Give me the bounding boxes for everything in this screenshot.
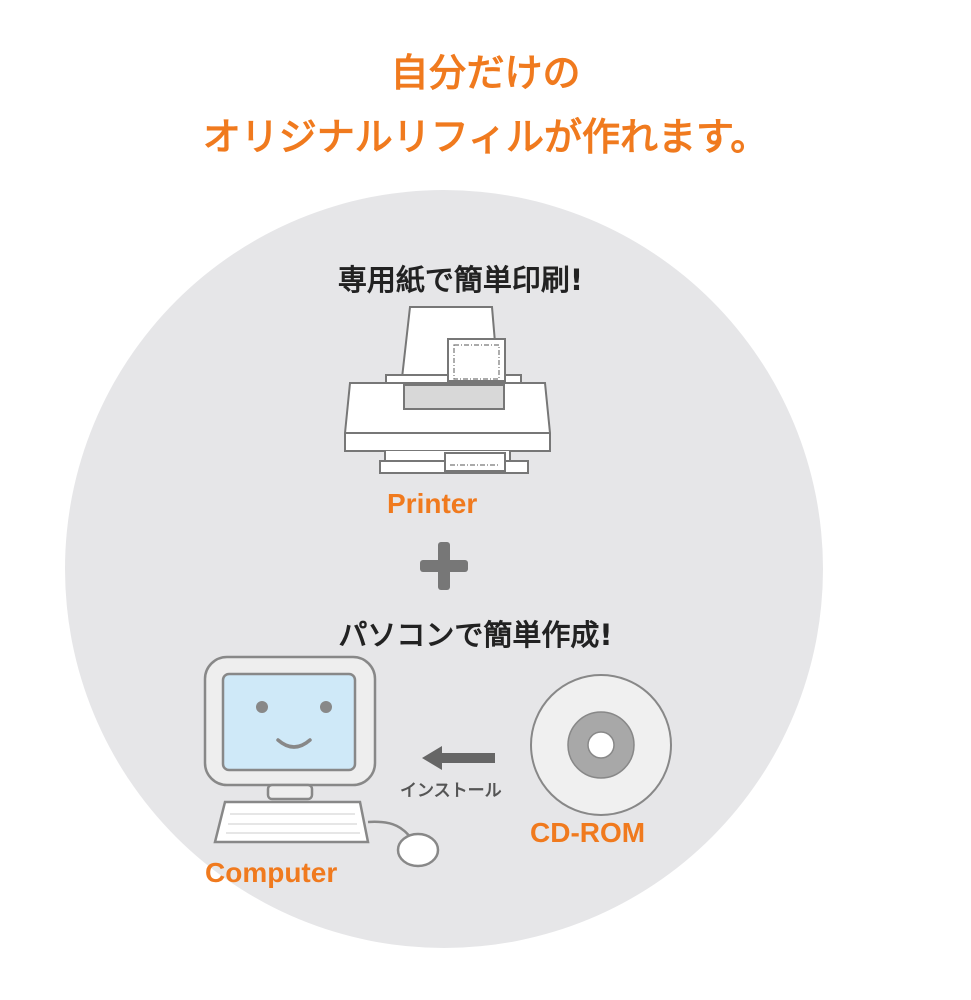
printer-heading: 専用紙で簡単印刷! xyxy=(337,263,584,297)
cd-rom-label: CD-ROM xyxy=(530,817,646,848)
title-line-1: 自分だけの xyxy=(390,51,581,95)
printer-label: Printer xyxy=(387,488,478,519)
plus-icon xyxy=(420,542,468,590)
computer-heading: パソコンで簡単作成! xyxy=(338,618,613,652)
computer-label: Computer xyxy=(205,857,338,888)
title-line-2: オリジナルリフィルが作れます。 xyxy=(202,115,769,159)
computer-icon xyxy=(203,655,440,868)
install-label: インストール xyxy=(400,781,502,801)
cd-rom-icon xyxy=(530,674,672,816)
printer-icon xyxy=(344,306,551,474)
arrow-left-icon xyxy=(422,746,495,770)
